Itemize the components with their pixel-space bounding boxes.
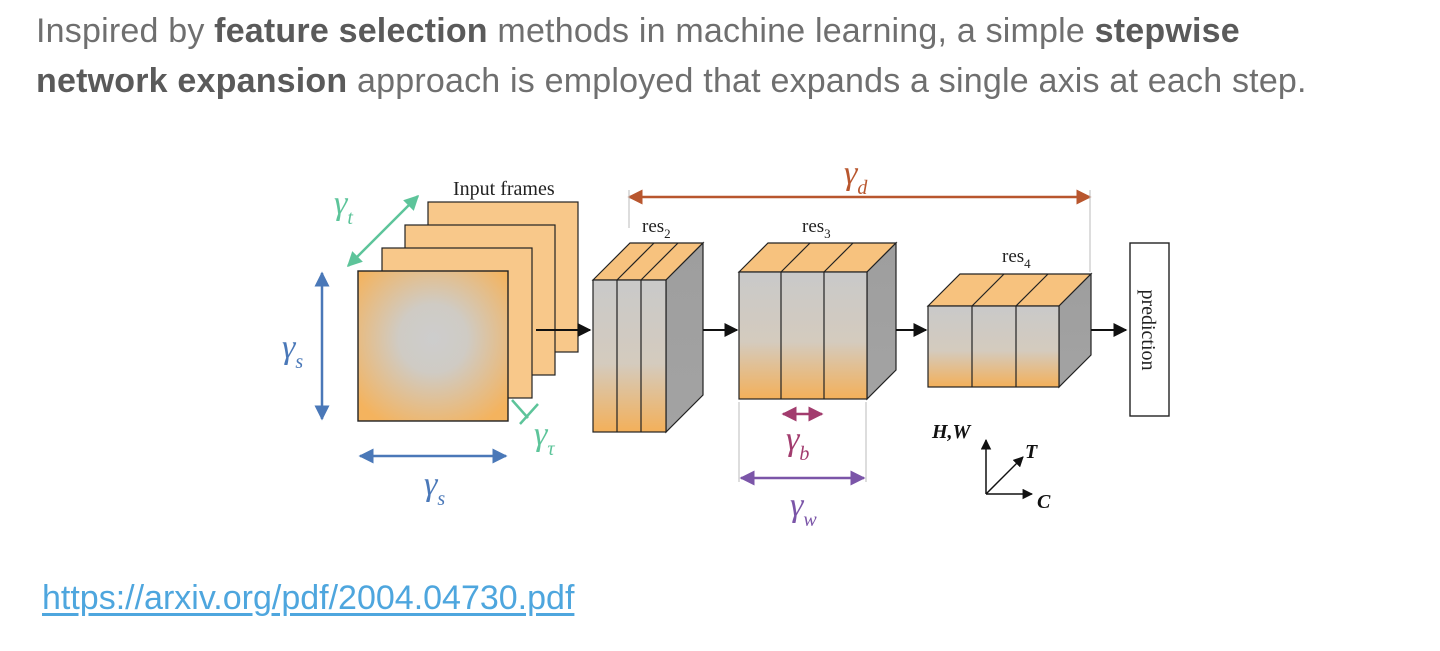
axis-label-c: C — [1037, 491, 1051, 513]
intro-text-1: Inspired by — [36, 12, 215, 50]
gamma-tau-arrow — [511, 399, 529, 419]
x3d-expansion-diagram: Input frames γt γs γs γτ γd res2 res3 — [282, 155, 1170, 531]
gamma-tau-arrow-2 — [519, 403, 539, 425]
gamma-s-vertical-label: γs — [282, 329, 303, 373]
res3-block — [737, 241, 898, 401]
intro-paragraph: Inspired by feature selection methods in… — [36, 6, 1416, 106]
gamma-t-label: γt — [334, 185, 353, 229]
input-frames-label: Input frames — [453, 178, 555, 200]
res2-front — [592, 279, 667, 433]
prediction-box — [1129, 242, 1170, 417]
input-frame-1 — [357, 270, 509, 422]
res3-label: res3 — [802, 216, 831, 241]
res4-label: res4 — [1002, 246, 1031, 271]
gamma-d-label: γd — [844, 155, 868, 199]
gamma-t-arrow — [346, 194, 420, 268]
intro-text-3: approach is employed that expands a sing… — [347, 62, 1307, 100]
intro-bold-stepwise: stepwise — [1094, 12, 1240, 50]
input-frames-stack — [357, 201, 579, 422]
intro-bold-network-expansion: network expansion — [36, 62, 348, 100]
intro-text-2: methods in machine learning, a simple — [487, 12, 1095, 50]
res4-block — [926, 272, 1093, 389]
gamma-tau-label: γτ — [534, 416, 555, 460]
arxiv-paper-link[interactable]: https://arxiv.org/pdf/2004.04730.pdf — [42, 579, 575, 617]
gamma-w-label: γw — [790, 487, 817, 531]
intro-bold-feature-selection: feature selection — [214, 12, 488, 50]
res3-front — [738, 271, 868, 400]
prediction-label: prediction — [1137, 289, 1159, 370]
res4-front — [927, 305, 1060, 388]
axis-label-hw: H,W — [931, 421, 972, 443]
axis-label-t: T — [1025, 441, 1038, 463]
gamma-s-horizontal-label: γs — [424, 466, 445, 510]
res2-label: res2 — [642, 216, 671, 241]
gamma-b-label: γb — [786, 421, 809, 465]
axis-indicator — [980, 438, 1034, 500]
res2-block — [591, 241, 705, 434]
